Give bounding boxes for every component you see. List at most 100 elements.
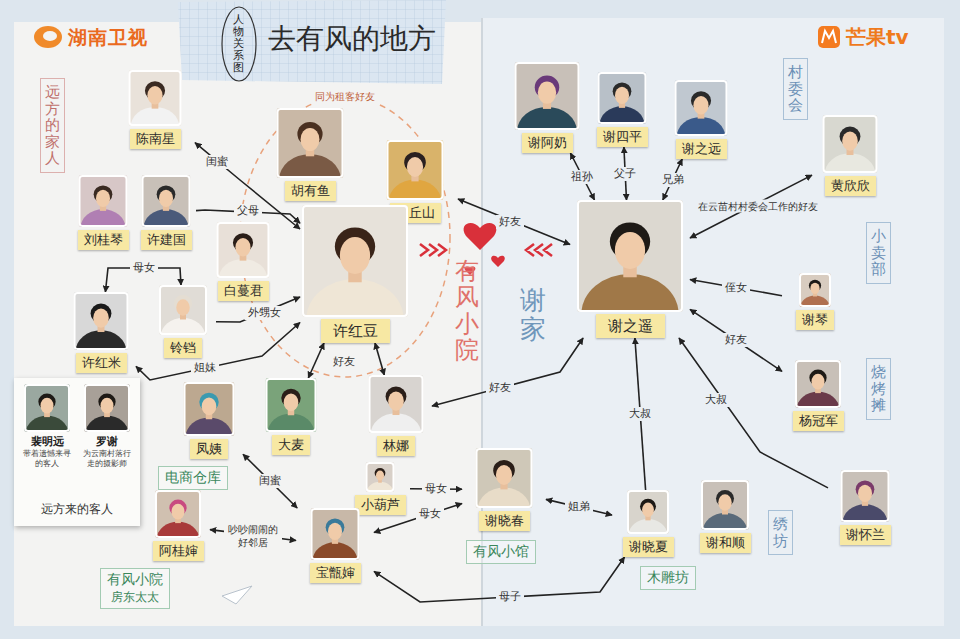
- paper-plane: [222, 586, 252, 604]
- section-heading: 有风小院: [455, 258, 479, 364]
- name-row: 许建国: [136, 229, 196, 250]
- edge-label: 兄弟: [659, 173, 687, 187]
- name-row: 谢四平: [590, 126, 654, 147]
- character-card: 杨冠军: [782, 360, 854, 431]
- name-row: 宝甑婶: [296, 562, 374, 583]
- portrait-photo: [690, 480, 760, 530]
- character-card: 许红豆: [300, 205, 410, 343]
- name-row: 白蔓君: [210, 280, 276, 301]
- logo-mark: [34, 26, 62, 48]
- group-box: 小卖部: [866, 222, 891, 284]
- name-row: 许红豆: [300, 319, 410, 343]
- character-card: 小葫芦: [350, 462, 410, 515]
- edge-label: 好友: [486, 381, 514, 395]
- left-page: [14, 22, 482, 626]
- place-name: 房东太太: [107, 589, 163, 606]
- character-card: 宝甑婶: [296, 508, 374, 583]
- group-name: 村委会: [788, 64, 803, 114]
- name-tag: 黄欣欣: [825, 176, 876, 196]
- portrait-photo: [462, 448, 546, 508]
- portrait-photo: [570, 200, 690, 312]
- place-name: 有风小馆: [473, 543, 529, 561]
- portrait-photo: [270, 108, 350, 178]
- logo-text: 芒果tv: [846, 24, 909, 51]
- name-tag: 许建国: [141, 230, 192, 250]
- portrait-photo: [150, 285, 216, 335]
- chevrons: [420, 244, 446, 256]
- place-name: 木雕坊: [647, 569, 689, 587]
- edge-label: 好友: [496, 215, 524, 229]
- frame-caption: 远方来的客人: [14, 501, 140, 518]
- name-row: 凤姨: [175, 438, 243, 459]
- edge-label: 父子: [611, 167, 639, 181]
- logo-mark: [818, 26, 840, 48]
- name-tag: 谢阿奶: [522, 133, 573, 153]
- name-row: 谢之远: [668, 138, 734, 159]
- name-tag: 谢之远: [676, 139, 727, 159]
- guest-card: 罗谢为云南村落行走的摄影师: [80, 384, 134, 468]
- ring-label: 同为租客好友: [312, 90, 378, 104]
- name-tag: 谢琴: [796, 310, 834, 330]
- name-tag: 谢四平: [597, 127, 648, 147]
- name-tag: 刘桂琴: [78, 230, 129, 250]
- name-tag: 大麦: [272, 435, 310, 455]
- character-card: 谢之遥: [570, 200, 690, 338]
- relation-arrow: [243, 454, 297, 508]
- section-heading: 谢家: [520, 286, 546, 343]
- portrait-photo: [512, 62, 582, 130]
- relation-arrow: [432, 338, 583, 406]
- name-tag: 宝甑婶: [310, 563, 361, 583]
- edge-label: 父母: [234, 204, 262, 218]
- name-row: 谢阿奶: [512, 132, 582, 153]
- character-card: 白蔓君: [210, 222, 276, 301]
- portrait-photo: [210, 222, 276, 278]
- portrait-photo: [812, 115, 888, 173]
- edge-label: 好友: [722, 333, 750, 347]
- name-row: 谢琴: [782, 309, 848, 330]
- edge-label: 姐妹: [191, 361, 219, 375]
- guest-name: 罗谢: [80, 434, 134, 449]
- edge-label: 大叔: [702, 393, 730, 407]
- name-row: 谢之遥: [570, 314, 690, 338]
- character-card: 谢怀兰: [828, 470, 902, 545]
- name-tag: 许红米: [76, 353, 127, 373]
- portrait-photo: [175, 382, 243, 436]
- name-tag: 铃铛: [164, 338, 202, 358]
- edge-label: 吵吵闹闹的好邻居: [224, 523, 282, 549]
- character-card: 谢和顺: [690, 480, 760, 553]
- place-box: 有风小院房东太太: [100, 568, 170, 609]
- name-tag: 谢之遥: [596, 314, 665, 338]
- name-tag: 谢和顺: [700, 533, 751, 553]
- name-row: 胡有鱼: [270, 180, 350, 201]
- name-row: 谢怀兰: [828, 524, 902, 545]
- group-box: 村委会: [783, 58, 808, 120]
- character-card: 大麦: [256, 378, 326, 455]
- place-box: 有风小馆: [466, 540, 536, 564]
- stamp-oval: [222, 7, 256, 81]
- name-row: 谢晓春: [462, 510, 546, 531]
- name-row: 谢晓夏: [612, 536, 684, 557]
- name-tag: 杨冠军: [793, 411, 844, 431]
- name-row: 刘桂琴: [72, 229, 134, 250]
- portrait-photo: [828, 470, 902, 522]
- edge-label: 母女: [130, 261, 158, 275]
- group-name: 烧烤摊: [871, 364, 886, 414]
- place-box: 电商仓库: [158, 466, 228, 490]
- name-row: 阿桂婶: [146, 540, 210, 561]
- name-tag: 胡有鱼: [285, 181, 336, 201]
- character-card: 许红米: [66, 292, 136, 373]
- relation-arrow: [308, 343, 324, 378]
- name-tag: 小葫芦: [355, 495, 406, 515]
- edge-label: 闺蜜: [203, 155, 231, 169]
- portrait-photo: [20, 384, 74, 432]
- edge-label: 好友: [330, 355, 358, 369]
- diagram-title: 去有风的地方: [268, 20, 436, 58]
- portrait-photo: [300, 205, 410, 317]
- portrait-photo: [782, 360, 854, 408]
- stamp-text: 人物关系图: [233, 14, 244, 74]
- name-row: 谢和顺: [690, 532, 760, 553]
- guest-name: 裴明远: [20, 434, 74, 449]
- name-tag: 阿桂婶: [153, 541, 204, 561]
- portrait-photo: [80, 384, 134, 432]
